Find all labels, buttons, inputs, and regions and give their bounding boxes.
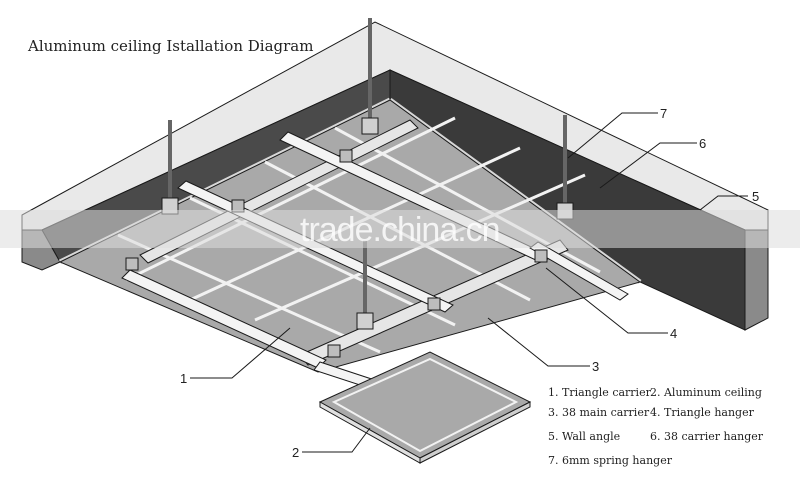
callout-leaders xyxy=(190,112,748,453)
spring-hanger xyxy=(356,240,374,330)
triangle-hanger xyxy=(125,257,139,271)
hanger-clip xyxy=(356,312,374,330)
watermark-strip xyxy=(0,210,800,248)
legend: 1. Triangle carrier 2. Aluminum ceiling … xyxy=(548,386,764,467)
legend-item-2: 2. Aluminum ceiling xyxy=(650,386,762,399)
watermark-text: trade.china.cn xyxy=(300,211,500,249)
callout-number-7: 7 xyxy=(660,106,667,121)
spring-hanger xyxy=(361,18,379,135)
callout-number-1: 1 xyxy=(180,371,187,386)
triangle-hanger xyxy=(534,249,548,263)
callout-number-5: 5 xyxy=(752,189,759,204)
hanger-rods xyxy=(161,18,574,330)
callout-leader-7 xyxy=(567,112,658,159)
legend-item-7: 7. 6mm spring hanger xyxy=(548,454,673,467)
loose-panel-inner-border xyxy=(331,357,519,453)
callout-leader-3 xyxy=(487,317,590,367)
legend-item-6: 6. 38 carrier hanger xyxy=(650,430,764,443)
wall-inner-face-right xyxy=(389,69,746,331)
callout-number-4: 4 xyxy=(670,326,677,341)
triangle-hanger xyxy=(339,149,353,163)
triangle-hanger xyxy=(327,344,341,358)
legend-item-1: 1. Triangle carrier xyxy=(548,386,652,399)
callout-leader-5 xyxy=(699,195,748,211)
loose-panel-edge xyxy=(419,401,531,464)
callout-leader-2 xyxy=(302,427,371,453)
legend-item-5: 5. Wall angle xyxy=(548,430,620,443)
triangle-carrier xyxy=(121,269,327,369)
callout-leader-6 xyxy=(599,142,697,189)
legend-item-4: 4. Triangle hanger xyxy=(650,406,755,419)
callout-number-3: 3 xyxy=(592,359,599,374)
hanger-clip xyxy=(361,117,379,135)
diagram-title: Aluminum ceiling Istallation Diagram xyxy=(27,37,313,55)
panel-joint xyxy=(125,116,456,282)
legend-item-3: 3. 38 main carrier xyxy=(548,406,650,419)
callout-number-6: 6 xyxy=(699,136,706,151)
callout-number-2: 2 xyxy=(292,445,299,460)
callout-leader-1 xyxy=(190,327,291,379)
loose-panel-face xyxy=(318,351,532,459)
triangle-hanger xyxy=(427,297,441,311)
watermark-band: trade.china.cn xyxy=(0,210,800,249)
loose-ceiling-panel xyxy=(318,351,532,464)
carrier-hanger-clips xyxy=(125,149,548,358)
callout-leader-4 xyxy=(545,267,668,334)
